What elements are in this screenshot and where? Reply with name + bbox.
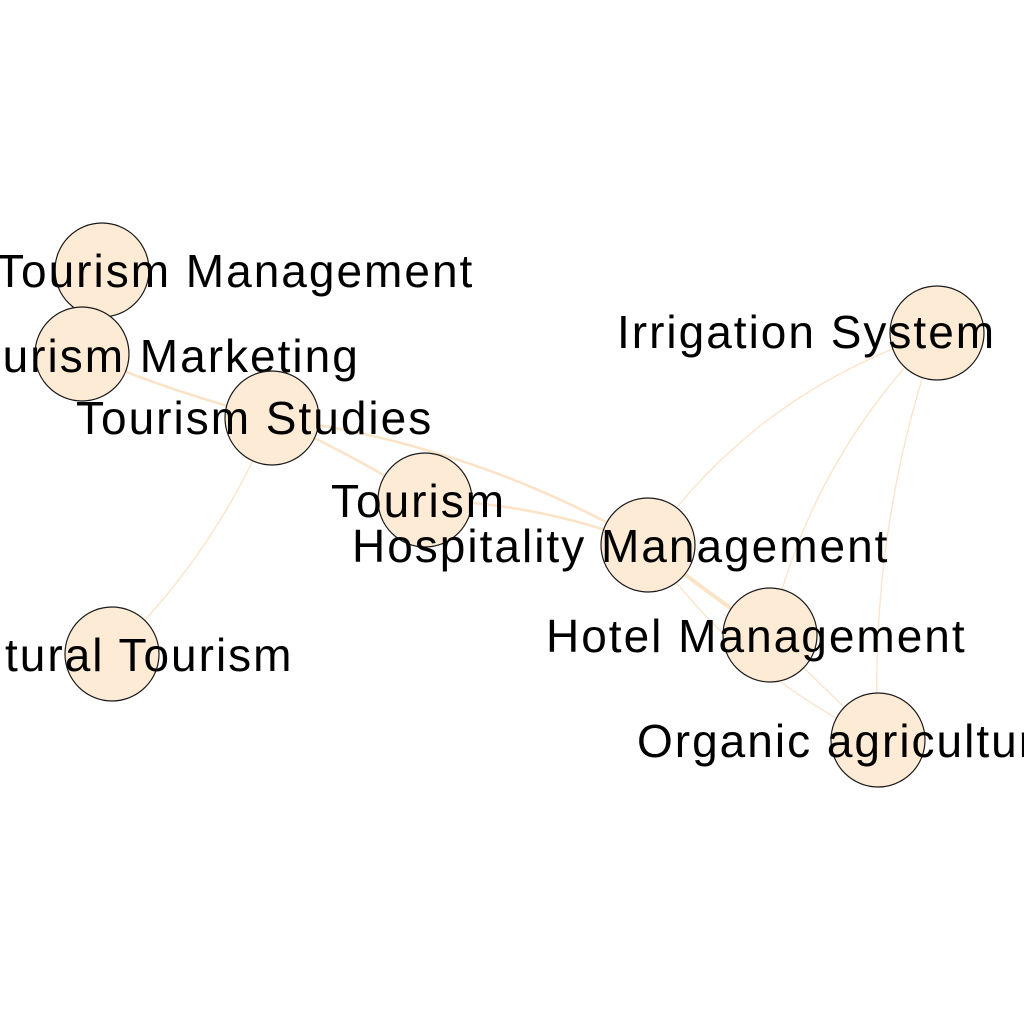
node-hospitality-management: Hospitality Management <box>352 497 889 593</box>
node-label: Cultural Tourism <box>0 629 293 681</box>
node-label: Irrigation System <box>617 306 996 358</box>
node-circle <box>722 587 818 683</box>
node-label: Tourism Studies <box>76 392 433 444</box>
node-label: Organic agriculture <box>637 715 1024 767</box>
node-irrigation-system: Irrigation System <box>617 285 996 381</box>
node-label: Tourism Marketing <box>0 330 360 382</box>
edge-tourism-studies-hospitality-management <box>270 416 650 547</box>
node-tourism-marketing: Tourism Marketing <box>0 306 360 402</box>
edge-hotel-management-irrigation-system <box>769 332 938 636</box>
edge-irrigation-system-organic-agriculture <box>876 332 938 741</box>
node-cultural-tourism: Cultural Tourism <box>0 606 293 702</box>
node-hotel-management: Hotel Management <box>546 587 967 683</box>
node-circle <box>830 692 926 788</box>
node-tourism-management: Tourism Management <box>0 222 474 318</box>
node-circle <box>34 306 130 402</box>
node-circle <box>64 606 160 702</box>
node-label: Tourism Management <box>0 245 474 297</box>
node-circle <box>377 452 473 548</box>
edge-hospitality-management-irrigation-system <box>647 332 938 546</box>
node-label: Tourism <box>331 475 506 527</box>
node-tourism-studies: Tourism Studies <box>76 370 433 466</box>
nodes-layer: Tourism ManagementTourism MarketingTouri… <box>0 222 1024 788</box>
node-organic-agriculture: Organic agriculture <box>637 692 1024 788</box>
node-circle <box>889 285 985 381</box>
node-tourism: Tourism <box>331 452 506 548</box>
node-circle <box>600 497 696 593</box>
node-label: Hotel Management <box>546 610 967 662</box>
node-circle <box>224 370 320 466</box>
node-label: Hospitality Management <box>352 520 889 572</box>
